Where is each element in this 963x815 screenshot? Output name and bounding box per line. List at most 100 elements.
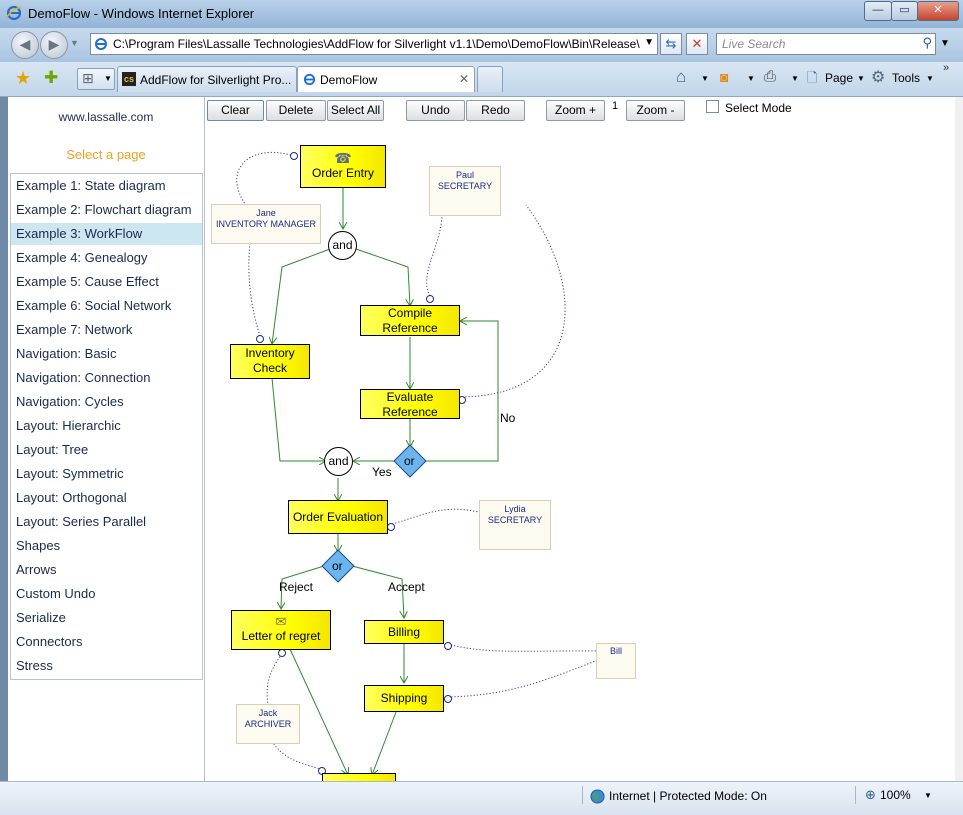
page-dropdown-icon[interactable]: ▼ <box>857 74 865 83</box>
shipping-node[interactable]: Shipping <box>364 685 444 712</box>
note-jane[interactable]: Jane INVENTORY MANAGER <box>211 204 321 244</box>
page-list-item[interactable]: Navigation: Cycles <box>16 394 124 409</box>
page-list-item[interactable]: Layout: Hierarchic <box>16 418 121 433</box>
port-circle <box>278 649 286 657</box>
page-list-item[interactable]: Layout: Symmetric <box>16 466 124 481</box>
letter-of-regret-node[interactable]: ✉ Letter of regret <box>231 610 331 650</box>
note-role: ARCHIVER <box>244 719 292 729</box>
undo-button[interactable]: Undo <box>406 100 465 121</box>
panel-splitter[interactable] <box>204 97 205 781</box>
zoom-icon[interactable]: ⊕ <box>865 787 876 802</box>
zoom-in-button[interactable]: Zoom + <box>546 100 605 121</box>
billing-node[interactable]: Billing <box>364 620 444 644</box>
maximize-button[interactable]: ▭ <box>891 1 918 21</box>
print-dropdown-icon[interactable]: ▼ <box>791 74 799 83</box>
page-list-item[interactable]: Connectors <box>16 634 83 649</box>
page-list-item[interactable]: Example 5: Cause Effect <box>16 274 159 289</box>
quick-tabs-button[interactable]: ⊞ ▼ <box>77 68 115 90</box>
security-zone[interactable]: Internet | Protected Mode: On <box>609 789 767 803</box>
select-all-button[interactable]: Select All <box>327 100 384 121</box>
search-input[interactable]: Live Search ⚲ <box>716 33 936 55</box>
note-lydia[interactable]: Lydia SECRETARY <box>479 500 551 550</box>
search-icon[interactable]: ⚲ <box>922 35 932 50</box>
clear-button[interactable]: Clear <box>207 100 264 121</box>
refresh-button[interactable]: ⇆ <box>660 33 682 55</box>
note-jack[interactable]: Jack ARCHIVER <box>236 704 300 744</box>
back-button[interactable]: ◀ <box>11 31 39 59</box>
link-jack <box>266 653 283 706</box>
tab-addflow[interactable]: cs AddFlow for Silverlight Pro... <box>117 66 297 92</box>
redo-button[interactable]: Redo <box>466 100 525 121</box>
tools-dropdown-icon[interactable]: ▼ <box>926 74 934 83</box>
select-mode-checkbox[interactable] <box>706 100 719 113</box>
feeds-dropdown-icon[interactable]: ▼ <box>747 74 755 83</box>
zoom-out-button[interactable]: Zoom - <box>626 100 685 121</box>
close-button[interactable]: ✕ <box>917 1 959 21</box>
zoom-level[interactable]: 100% <box>880 788 911 802</box>
order-entry-node[interactable]: ☎ Order Entry <box>300 145 386 188</box>
home-dropdown-icon[interactable]: ▼ <box>701 74 709 83</box>
label-no: No <box>500 411 516 425</box>
page-list-item[interactable]: Navigation: Connection <box>16 370 151 385</box>
page-menu[interactable]: Page <box>825 71 854 85</box>
page-list-item[interactable]: Example 6: Social Network <box>16 298 172 313</box>
archive-node[interactable] <box>322 773 396 781</box>
stop-button[interactable]: ✕ <box>686 33 708 55</box>
evaluate-reference-node[interactable]: Evaluate Reference <box>360 389 460 419</box>
globe-icon <box>590 789 605 804</box>
feeds-icon[interactable]: ◙ <box>720 69 729 85</box>
delete-button[interactable]: Delete <box>266 100 326 121</box>
print-icon[interactable]: ⎙ <box>764 68 777 85</box>
page-list-item[interactable]: Custom Undo <box>16 586 96 601</box>
zoom-dropdown-icon[interactable]: ▼ <box>924 791 932 800</box>
chevron-more-icon[interactable]: » <box>943 62 950 74</box>
close-tab-icon[interactable]: ✕ <box>459 72 470 86</box>
page-list-item[interactable]: Layout: Series Parallel <box>16 514 147 529</box>
page-menu-icon[interactable]: 🗋 <box>807 70 818 85</box>
address-dropdown-icon[interactable]: ▼ <box>644 37 654 48</box>
forward-button[interactable]: ▶ <box>40 31 68 59</box>
order-entry-label: Order Entry <box>311 166 374 180</box>
page-list-item[interactable]: Serialize <box>16 610 66 625</box>
search-options-dropdown-icon[interactable]: ▼ <box>940 38 950 49</box>
page-list-item[interactable]: Example 7: Network <box>16 322 133 337</box>
tab-demoflow[interactable]: DemoFlow ✕ <box>297 66 475 92</box>
inventory-check-node[interactable]: Inventory Check <box>230 344 310 379</box>
page-list-item[interactable]: Example 1: State diagram <box>16 178 166 193</box>
page-list-item[interactable]: Layout: Tree <box>16 442 89 457</box>
address-bar[interactable]: C:\Program Files\Lassalle Technologies\A… <box>90 33 658 55</box>
note-name: Paul <box>455 170 474 180</box>
page-list-item[interactable]: Shapes <box>16 538 61 553</box>
minimize-button[interactable]: — <box>864 1 892 21</box>
page-content: www.lassalle.com Select a page Example 1… <box>8 97 955 781</box>
favorites-star-icon[interactable]: ★ <box>15 68 32 88</box>
link-jack-bottom <box>271 740 325 772</box>
compile-reference-node[interactable]: Compile Reference <box>360 305 460 336</box>
gear-icon[interactable]: ⚙ <box>871 69 886 86</box>
link-and-to-compile <box>355 248 410 306</box>
site-link[interactable]: www.lassalle.com <box>58 110 154 124</box>
link-lydia <box>391 508 497 525</box>
and-gateway-1[interactable]: and <box>328 231 357 260</box>
order-evaluation-node[interactable]: Order Evaluation <box>288 500 388 534</box>
note-paul[interactable]: Paul SECRETARY <box>429 166 501 216</box>
or-gateway-1[interactable] <box>393 444 427 478</box>
and-gateway-2[interactable]: and <box>324 447 353 476</box>
page-list-item[interactable]: Arrows <box>16 562 57 577</box>
note-bill[interactable]: Bill <box>596 643 636 679</box>
or-gateway-2[interactable] <box>321 549 355 583</box>
new-tab-button[interactable] <box>477 66 503 92</box>
add-favorites-icon[interactable]: ✚ <box>44 68 59 87</box>
recent-pages-dropdown-icon[interactable]: ▼ <box>70 38 79 48</box>
page-list-item[interactable]: Example 4: Genealogy <box>16 250 148 265</box>
page-list-item[interactable]: Example 3: WorkFlow <box>11 223 202 245</box>
tools-menu[interactable]: Tools <box>892 71 921 85</box>
page-list-item[interactable]: Example 2: Flowchart diagram <box>16 202 192 217</box>
page-list-item[interactable]: Stress <box>16 658 53 673</box>
vertical-scrollbar[interactable] <box>955 97 963 781</box>
ie-logo-icon <box>6 5 22 21</box>
diagram-canvas[interactable]: ☎ Order Entry and Compile Reference Inve… <box>206 125 955 781</box>
home-icon[interactable]: ⌂ <box>676 67 687 86</box>
page-list-item[interactable]: Navigation: Basic <box>16 346 117 361</box>
page-list-item[interactable]: Layout: Orthogonal <box>16 490 127 505</box>
